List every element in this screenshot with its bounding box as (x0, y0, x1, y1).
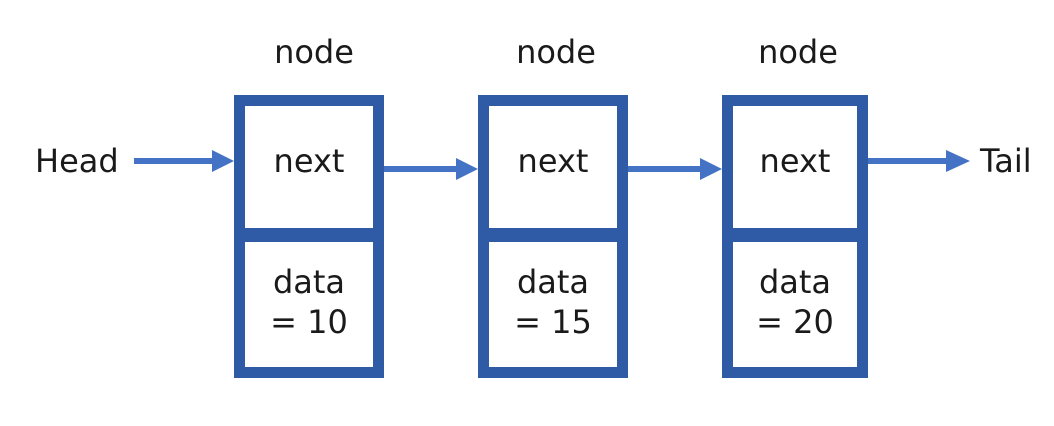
node-2-next-label: next (518, 142, 589, 180)
node-1-next-label: next (274, 142, 345, 180)
node-3: node next data = 20 (722, 33, 868, 378)
node-3-title: node (758, 33, 838, 71)
node-2-data-label: data (517, 263, 589, 301)
node-1-title: node (274, 33, 354, 71)
node-1-next-cell (245, 106, 373, 228)
node-1: node next data = 10 (234, 33, 384, 378)
node-3-data-value: = 20 (756, 303, 834, 341)
head-label: Head (35, 142, 119, 180)
head-arrow (134, 150, 234, 172)
node-3-next-label: next (760, 142, 831, 180)
tail-label: Tail (979, 142, 1032, 180)
node-3-next-cell (733, 106, 857, 228)
node-3-data-label: data (759, 263, 831, 301)
node-1-data-value: = 10 (270, 303, 348, 341)
arrow-node-2-to-3 (628, 158, 722, 180)
tail-arrow (868, 150, 970, 172)
node-3-data-cell (733, 242, 857, 367)
arrow-node-1-to-2 (384, 158, 478, 180)
node-2-next-cell (489, 106, 617, 228)
node-2: node next data = 15 (478, 33, 628, 378)
node-1-data-cell (245, 242, 373, 367)
node-2-data-value: = 15 (514, 303, 592, 341)
node-2-data-cell (489, 242, 617, 367)
node-2-title: node (516, 33, 596, 71)
node-1-data-label: data (273, 263, 345, 301)
